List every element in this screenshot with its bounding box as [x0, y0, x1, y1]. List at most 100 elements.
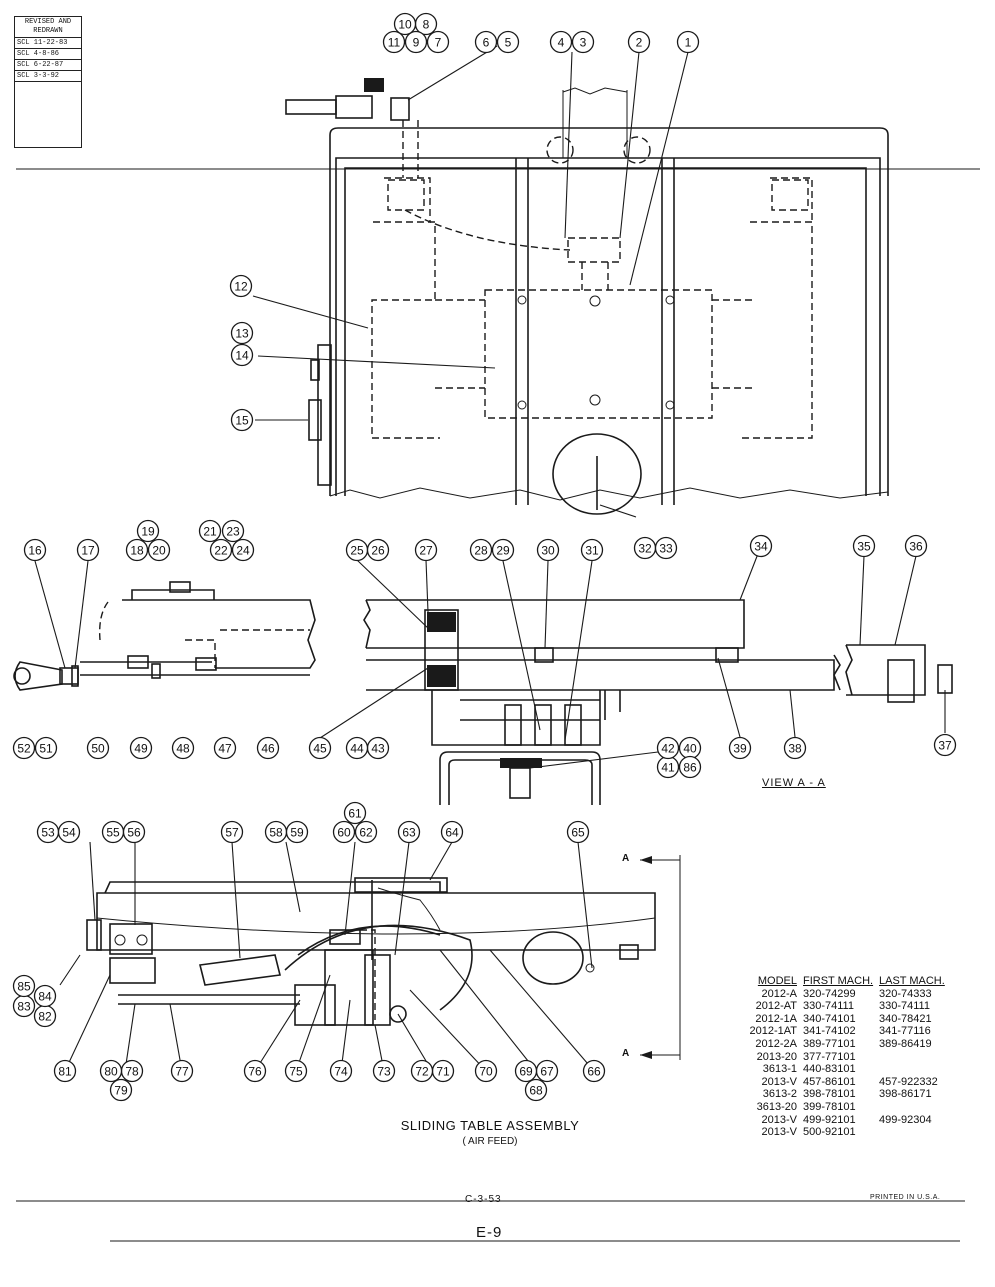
callout-38: 38 — [783, 736, 807, 760]
callout-label: 43 — [371, 742, 385, 756]
callout-52: 52 — [12, 736, 36, 760]
callout-label: 57 — [225, 826, 239, 840]
callout-label: 5 — [505, 36, 512, 50]
callout-65: 65 — [566, 820, 590, 844]
callout-37: 37 — [933, 733, 957, 757]
first-mach-cell: 500-92101 — [803, 1126, 856, 1139]
callout-15: 15 — [230, 408, 254, 432]
callout-label: 52 — [17, 742, 31, 756]
callout-9: 9 — [404, 30, 428, 54]
callout-label: 70 — [479, 1065, 493, 1079]
first-mach-cell: 341-74102 — [803, 1025, 856, 1038]
callout-66: 66 — [582, 1059, 606, 1083]
callout-label: 19 — [141, 525, 155, 539]
callout-83: 83 — [12, 994, 36, 1018]
callout-label: 20 — [152, 544, 166, 558]
callout-label: 66 — [587, 1065, 601, 1079]
callout-label: 55 — [106, 826, 120, 840]
callout-label: 68 — [529, 1084, 543, 1098]
last-mach-cell: 330-74111 — [879, 1000, 930, 1013]
revision-heading: REVISED AND REDRAWN — [15, 17, 81, 38]
callout-50: 50 — [86, 736, 110, 760]
first-mach-cell: 398-78101 — [803, 1088, 856, 1101]
callout-79: 79 — [109, 1078, 133, 1102]
last-mach-cell: 320-74333 — [879, 987, 932, 1000]
callout-label: 14 — [235, 349, 249, 363]
callout-23: 23 — [221, 519, 245, 543]
callout-44: 44 — [345, 736, 369, 760]
last-mach-cell: 398-86171 — [879, 1088, 932, 1101]
callout-24: 24 — [231, 538, 255, 562]
first-mach-cell: 457-86101 — [803, 1075, 856, 1088]
callout-30: 30 — [536, 538, 560, 562]
callout-39: 39 — [728, 736, 752, 760]
callout-82: 82 — [33, 1004, 57, 1028]
callout-57: 57 — [220, 820, 244, 844]
model-cell: 3613-1 — [762, 1063, 797, 1076]
callout-label: 74 — [334, 1065, 348, 1079]
callout-22: 22 — [209, 538, 233, 562]
callout-label: 72 — [415, 1065, 429, 1079]
revision-entry: SCL 6-22-87 — [15, 60, 81, 71]
callout-label: 42 — [661, 742, 675, 756]
callout-55: 55 — [101, 820, 125, 844]
last-mach-cell: 389-86419 — [879, 1037, 932, 1050]
last-mach-cell: 457-922332 — [879, 1075, 938, 1088]
callout-27: 27 — [414, 538, 438, 562]
callout-label: 29 — [496, 544, 510, 558]
callout-10: 10 — [393, 12, 417, 36]
callout-72: 72 — [410, 1059, 434, 1083]
section-view — [363, 599, 953, 805]
first-mach-cell: 330-74111 — [803, 1000, 854, 1013]
callout-label: 67 — [540, 1065, 554, 1079]
callout-2: 2 — [627, 30, 651, 54]
callout-label: 47 — [218, 742, 232, 756]
callout-62: 62 — [354, 820, 378, 844]
callout-label: 51 — [39, 742, 53, 756]
callout-47: 47 — [213, 736, 237, 760]
callout-86: 86 — [678, 755, 702, 779]
callout-80: 80 — [99, 1059, 123, 1083]
header-last-mach: LAST MACH. — [879, 975, 945, 987]
callout-63: 63 — [397, 820, 421, 844]
callout-58: 58 — [264, 820, 288, 844]
last-mach-cell — [879, 1051, 959, 1064]
callout-label: 6 — [483, 36, 490, 50]
callout-label: 53 — [41, 826, 55, 840]
callout-label: 37 — [938, 739, 952, 753]
callout-16: 16 — [23, 538, 47, 562]
callout-label: 28 — [474, 544, 488, 558]
callout-85: 85 — [12, 974, 36, 998]
printed-in-usa: PRINTED IN U.S.A. — [870, 1194, 941, 1201]
callout-label: 69 — [519, 1065, 533, 1079]
callout-46: 46 — [256, 736, 280, 760]
callout-49: 49 — [129, 736, 153, 760]
callout-label: 61 — [348, 807, 362, 821]
callout-label: 46 — [261, 742, 275, 756]
revision-block: REVISED AND REDRAWN SCL 11-22-83 SCL 4-8… — [14, 16, 82, 148]
first-mach-cell: 377-77101 — [803, 1050, 856, 1063]
callout-label: 16 — [28, 544, 42, 558]
callout-label: 24 — [236, 544, 250, 558]
callout-40: 40 — [678, 736, 702, 760]
callout-21: 21 — [198, 519, 222, 543]
callout-32: 32 — [633, 536, 657, 560]
callout-label: 65 — [571, 826, 585, 840]
callout-43: 43 — [366, 736, 390, 760]
model-cell: 2013-20 — [756, 1050, 797, 1063]
callout-51: 51 — [34, 736, 58, 760]
callout-label: 36 — [909, 540, 923, 554]
callout-18: 18 — [125, 538, 149, 562]
first-mach-cell: 499-92101 — [803, 1113, 856, 1126]
callout-81: 81 — [53, 1059, 77, 1083]
callout-29: 29 — [491, 538, 515, 562]
callout-label: 86 — [683, 761, 697, 775]
callout-1: 1 — [676, 30, 700, 54]
model-cell: 2013-V — [761, 1075, 797, 1088]
